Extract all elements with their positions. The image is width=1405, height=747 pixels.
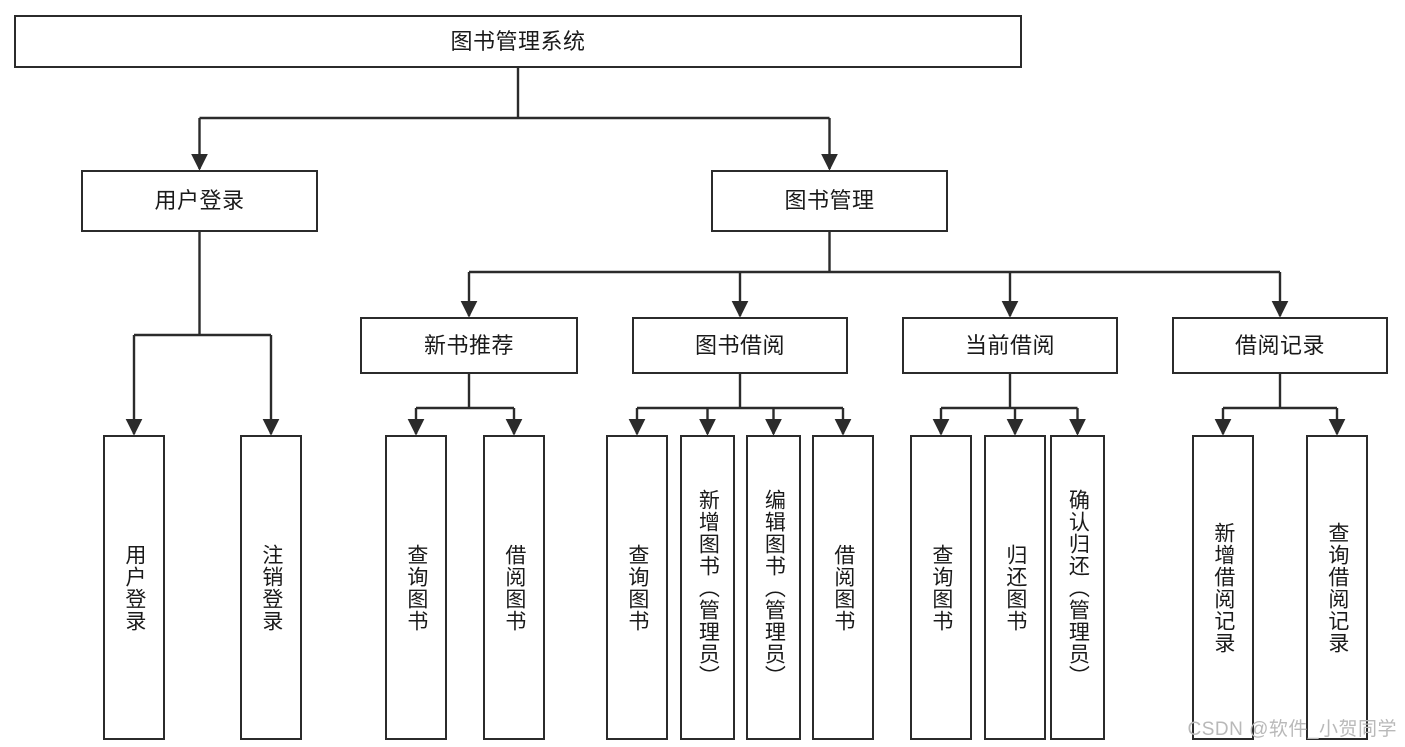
node-label: 图书借阅 bbox=[694, 332, 785, 358]
node-label: 查询图书 bbox=[625, 543, 649, 632]
node-l-query3: 查询图书 bbox=[910, 435, 972, 740]
node-records: 借阅记录 bbox=[1172, 317, 1388, 374]
node-l-login: 用户登录 bbox=[103, 435, 165, 740]
node-newbook: 新书推荐 bbox=[360, 317, 578, 374]
node-label: 归还图书 bbox=[1003, 543, 1027, 632]
node-label: 图书管理系统 bbox=[450, 28, 586, 54]
watermark-label: CSDN @软件_小贺同学 bbox=[1187, 719, 1397, 740]
node-label: 新增图书（管理员） bbox=[696, 488, 720, 687]
node-l-query1: 查询图书 bbox=[385, 435, 447, 740]
node-label: 编辑图书（管理员） bbox=[762, 488, 786, 687]
node-l-addrec: 新增借阅记录 bbox=[1192, 435, 1254, 740]
node-label: 新书推荐 bbox=[423, 332, 514, 358]
node-label: 借阅图书 bbox=[831, 543, 855, 632]
node-label: 用户登录 bbox=[154, 188, 245, 214]
node-label: 新增借阅记录 bbox=[1211, 521, 1235, 654]
node-l-edit: 编辑图书（管理员） bbox=[746, 435, 801, 740]
node-l-logout: 注销登录 bbox=[240, 435, 302, 740]
node-label: 用户登录 bbox=[122, 543, 146, 632]
node-label: 确认归还（管理员） bbox=[1066, 488, 1090, 687]
node-label: 查询图书 bbox=[404, 543, 428, 632]
node-l-add: 新增图书（管理员） bbox=[680, 435, 735, 740]
node-l-queryrec: 查询借阅记录 bbox=[1306, 435, 1368, 740]
node-l-return: 归还图书 bbox=[984, 435, 1046, 740]
node-bookmgmt: 图书管理 bbox=[711, 170, 948, 232]
node-label: 查询借阅记录 bbox=[1325, 521, 1349, 654]
node-label: 注销登录 bbox=[259, 543, 283, 632]
node-root: 图书管理系统 bbox=[14, 15, 1022, 68]
node-label: 图书管理 bbox=[784, 188, 875, 214]
node-l-confirm: 确认归还（管理员） bbox=[1050, 435, 1105, 740]
node-l-borrow1: 借阅图书 bbox=[483, 435, 545, 740]
node-current: 当前借阅 bbox=[902, 317, 1118, 374]
node-l-query2: 查询图书 bbox=[606, 435, 668, 740]
node-login: 用户登录 bbox=[81, 170, 318, 232]
node-label: 查询图书 bbox=[929, 543, 953, 632]
node-label: 当前借阅 bbox=[964, 332, 1055, 358]
node-label: 借阅图书 bbox=[502, 543, 526, 632]
node-l-borrow2: 借阅图书 bbox=[812, 435, 874, 740]
node-label: 借阅记录 bbox=[1234, 332, 1325, 358]
node-borrow: 图书借阅 bbox=[632, 317, 848, 374]
